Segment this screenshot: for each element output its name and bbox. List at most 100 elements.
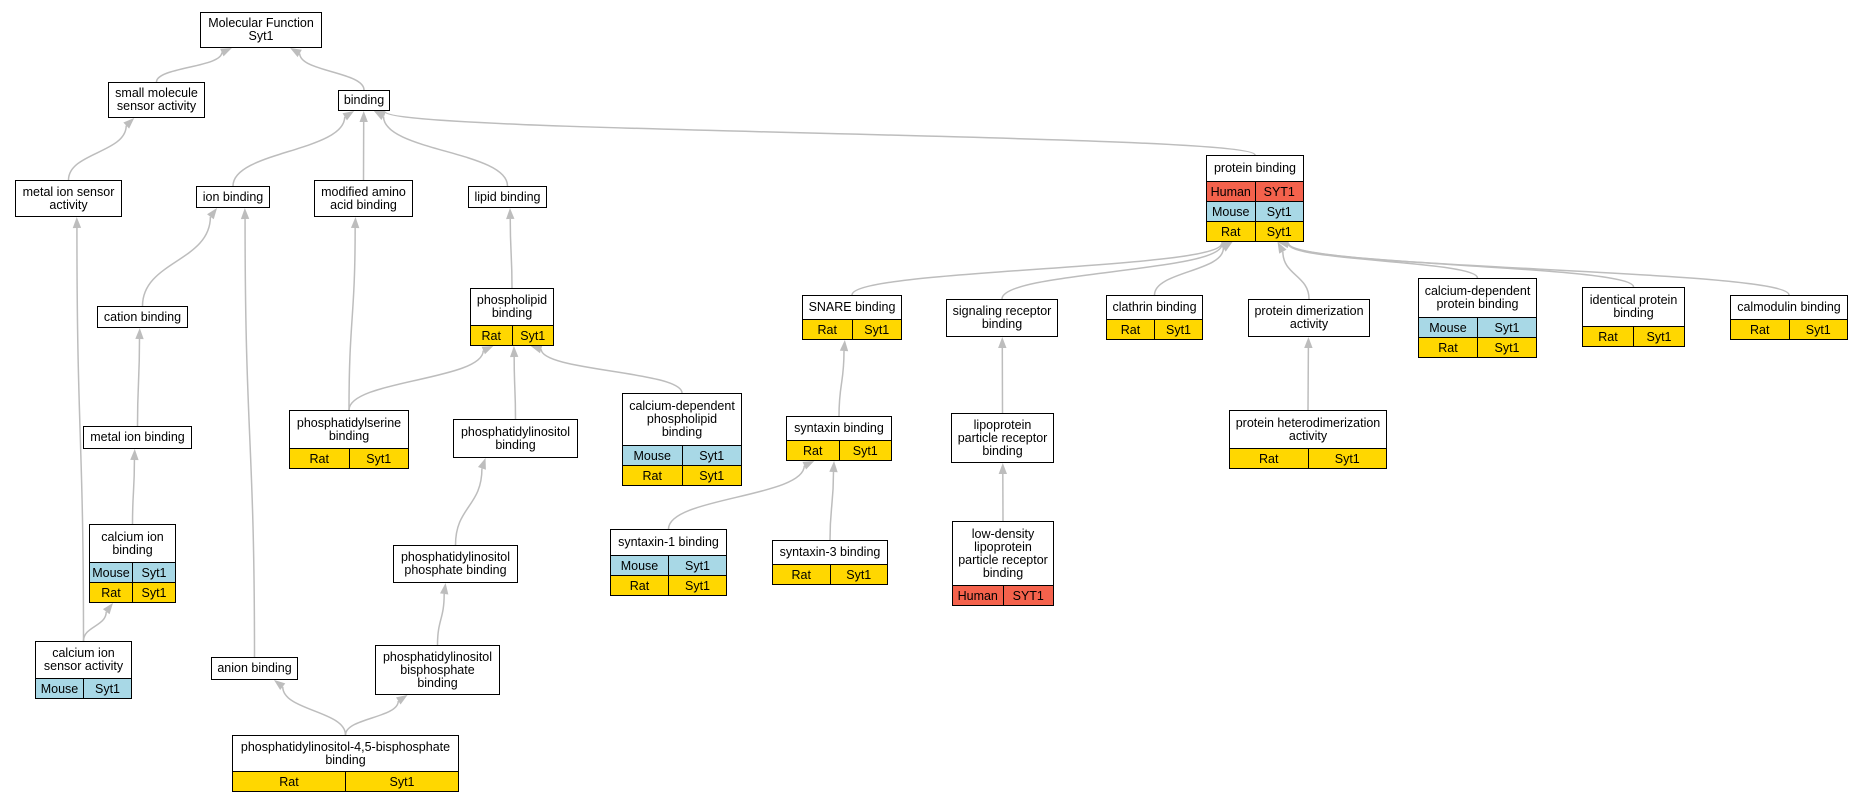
arrowhead bbox=[509, 346, 519, 358]
go-term-node-cation[interactable]: cation binding bbox=[97, 306, 188, 328]
species-cell: Rat bbox=[279, 774, 299, 789]
edge-pip45-to-anion bbox=[281, 686, 347, 736]
arrowhead bbox=[1220, 242, 1233, 252]
edge-metal_ion-to-cation bbox=[136, 338, 141, 427]
arrowhead bbox=[998, 463, 1008, 475]
gene-cell: Syt1 bbox=[681, 466, 742, 485]
go-term-node-sig-rec[interactable]: signaling receptor binding bbox=[946, 299, 1058, 337]
edge-small_mol-to-mf bbox=[155, 52, 223, 83]
go-term-label: syntaxin-1 binding bbox=[618, 535, 719, 549]
arrowhead bbox=[207, 208, 218, 220]
gene-cell: Syt1 bbox=[681, 446, 742, 465]
edge-pip-to-pi_binding bbox=[454, 468, 483, 546]
go-term-label: protein dimerization activity bbox=[1254, 304, 1364, 331]
go-term-label: anion binding bbox=[217, 661, 292, 675]
go-term-label: phosphatidylinositol bisphosphate bindin… bbox=[382, 649, 493, 690]
go-term-node-lipid[interactable]: lipid binding bbox=[468, 186, 547, 208]
go-term-label: calmodulin binding bbox=[1737, 300, 1841, 314]
arrowhead bbox=[1304, 337, 1313, 349]
gene-cell: Syt1 bbox=[511, 326, 554, 345]
go-term-node-anion[interactable]: anion binding bbox=[211, 657, 298, 680]
go-term-label: cation binding bbox=[103, 309, 182, 324]
go-term-node-mf[interactable]: Molecular Function Syt1 bbox=[200, 12, 322, 48]
arrowhead bbox=[350, 217, 360, 229]
go-term-node-pip45[interactable]: phosphatidylinositol-4,5-bisphosphate bi… bbox=[232, 735, 459, 792]
species-cell: Rat bbox=[817, 322, 837, 337]
gene-cell: Syt1 bbox=[1633, 327, 1684, 346]
arrowhead bbox=[802, 461, 815, 470]
edge-syntaxin-to-snare bbox=[838, 350, 845, 417]
go-term-node-binding[interactable]: binding bbox=[338, 90, 390, 111]
edge-protein-to-binding bbox=[384, 110, 1256, 156]
edge-pip45-to-pip2 bbox=[344, 700, 400, 736]
go-term-label: protein binding bbox=[1213, 161, 1296, 175]
edge-ion_binding-to-binding bbox=[232, 116, 346, 187]
edge-stx3-to-syntaxin bbox=[829, 471, 835, 541]
go-term-node-small-mol[interactable]: small molecule sensor activity bbox=[108, 82, 205, 118]
go-term-label: calcium ion binding bbox=[101, 529, 164, 557]
gene-cell: SYT1 bbox=[1254, 182, 1304, 201]
edge-ps_binding-to-phospholipid bbox=[348, 350, 484, 411]
arrowhead bbox=[290, 48, 302, 58]
go-term-node-ion-binding[interactable]: ion binding bbox=[196, 186, 270, 208]
go-term-node-pip2[interactable]: phosphatidylinositol bisphosphate bindin… bbox=[375, 645, 500, 695]
arrowhead bbox=[102, 603, 113, 615]
arrowhead bbox=[839, 340, 849, 352]
go-term-node-prot-dimer[interactable]: protein dimerization activity bbox=[1248, 299, 1370, 337]
arrowhead bbox=[481, 346, 494, 355]
species-cell: Rat bbox=[101, 585, 121, 600]
species-cell: Rat bbox=[629, 578, 650, 593]
go-term-node-metal-ion[interactable]: metal ion binding bbox=[83, 426, 192, 449]
go-term-label: binding bbox=[343, 93, 385, 107]
edge-ca_ion-to-metal_ion bbox=[131, 459, 136, 525]
arrowhead bbox=[135, 328, 144, 340]
species-cell: Human bbox=[957, 588, 998, 603]
go-term-label: signaling receptor binding bbox=[952, 304, 1052, 331]
edge-clathrin-to-protein bbox=[1153, 248, 1225, 296]
gene-cell: Syt1 bbox=[83, 679, 131, 698]
go-term-node-ldl[interactable]: low-density lipoprotein particle recepto… bbox=[952, 521, 1054, 606]
arrowhead bbox=[359, 111, 368, 123]
gene-cell: Syt1 bbox=[1307, 449, 1387, 468]
go-term-label: low-density lipoprotein particle recepto… bbox=[958, 526, 1048, 580]
species-cell: Rat bbox=[1598, 329, 1618, 344]
go-term-node-metal-sensor[interactable]: metal ion sensor activity bbox=[15, 180, 122, 217]
go-term-label: phosphatidylinositol phosphate binding bbox=[400, 550, 511, 577]
species-cell: Rat bbox=[309, 451, 329, 466]
go-term-node-pip[interactable]: phosphatidylinositol phosphate binding bbox=[393, 545, 518, 583]
go-term-node-lipo-rec[interactable]: lipoprotein particle receptor binding bbox=[951, 413, 1054, 463]
gene-cell: Syt1 bbox=[1477, 318, 1536, 337]
go-term-node-pi-binding[interactable]: phosphatidylinositol binding bbox=[453, 419, 578, 458]
arrowhead bbox=[1277, 242, 1287, 254]
species-cell: Mouse bbox=[1211, 204, 1250, 219]
arrowhead bbox=[530, 345, 543, 354]
go-term-node-mod-aa[interactable]: modified amino acid binding bbox=[314, 180, 413, 217]
edge-ps_binding-to-mod_aa bbox=[348, 227, 356, 411]
edge-pi_binding-to-phospholipid bbox=[513, 356, 517, 420]
